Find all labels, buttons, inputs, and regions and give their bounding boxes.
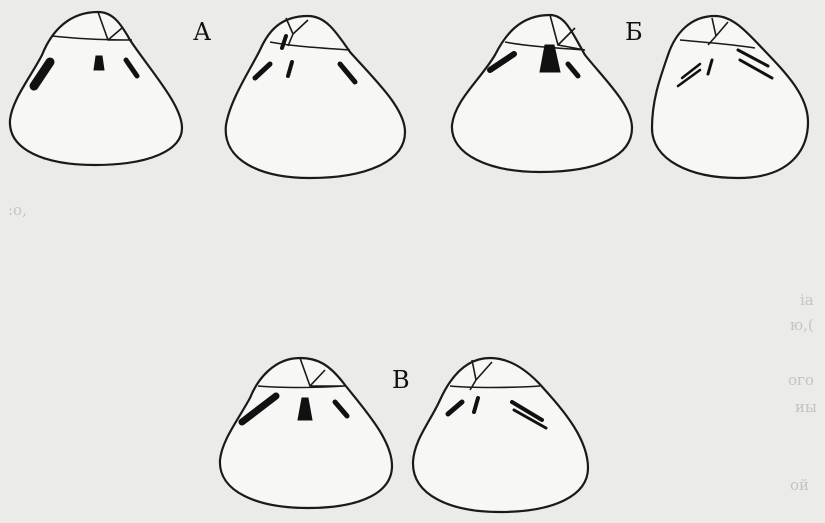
bleed-text: :о, [8, 201, 27, 219]
figure-b-left [452, 15, 632, 172]
figure-v-right [413, 358, 588, 512]
bleed-text: ю,( [790, 316, 814, 334]
group-label-b: Б [625, 18, 643, 46]
figure-v-left [220, 358, 392, 508]
figure-a-left [10, 12, 182, 165]
figure-b-right [652, 16, 808, 178]
figure-outline [220, 358, 392, 508]
bleed-text: иы [795, 398, 817, 416]
figure-outline [226, 16, 405, 178]
figure-a-right [226, 16, 405, 178]
group-label-v: В [392, 366, 410, 394]
bleed-text: ой [790, 476, 809, 494]
figure-outline [413, 358, 588, 512]
triangle-mark [94, 56, 104, 70]
bleed-text: ia [800, 291, 814, 309]
group-label-a: А [193, 18, 211, 46]
figure-outline [652, 16, 808, 178]
figure-outline [452, 15, 632, 172]
bleed-text: ого [788, 371, 814, 389]
